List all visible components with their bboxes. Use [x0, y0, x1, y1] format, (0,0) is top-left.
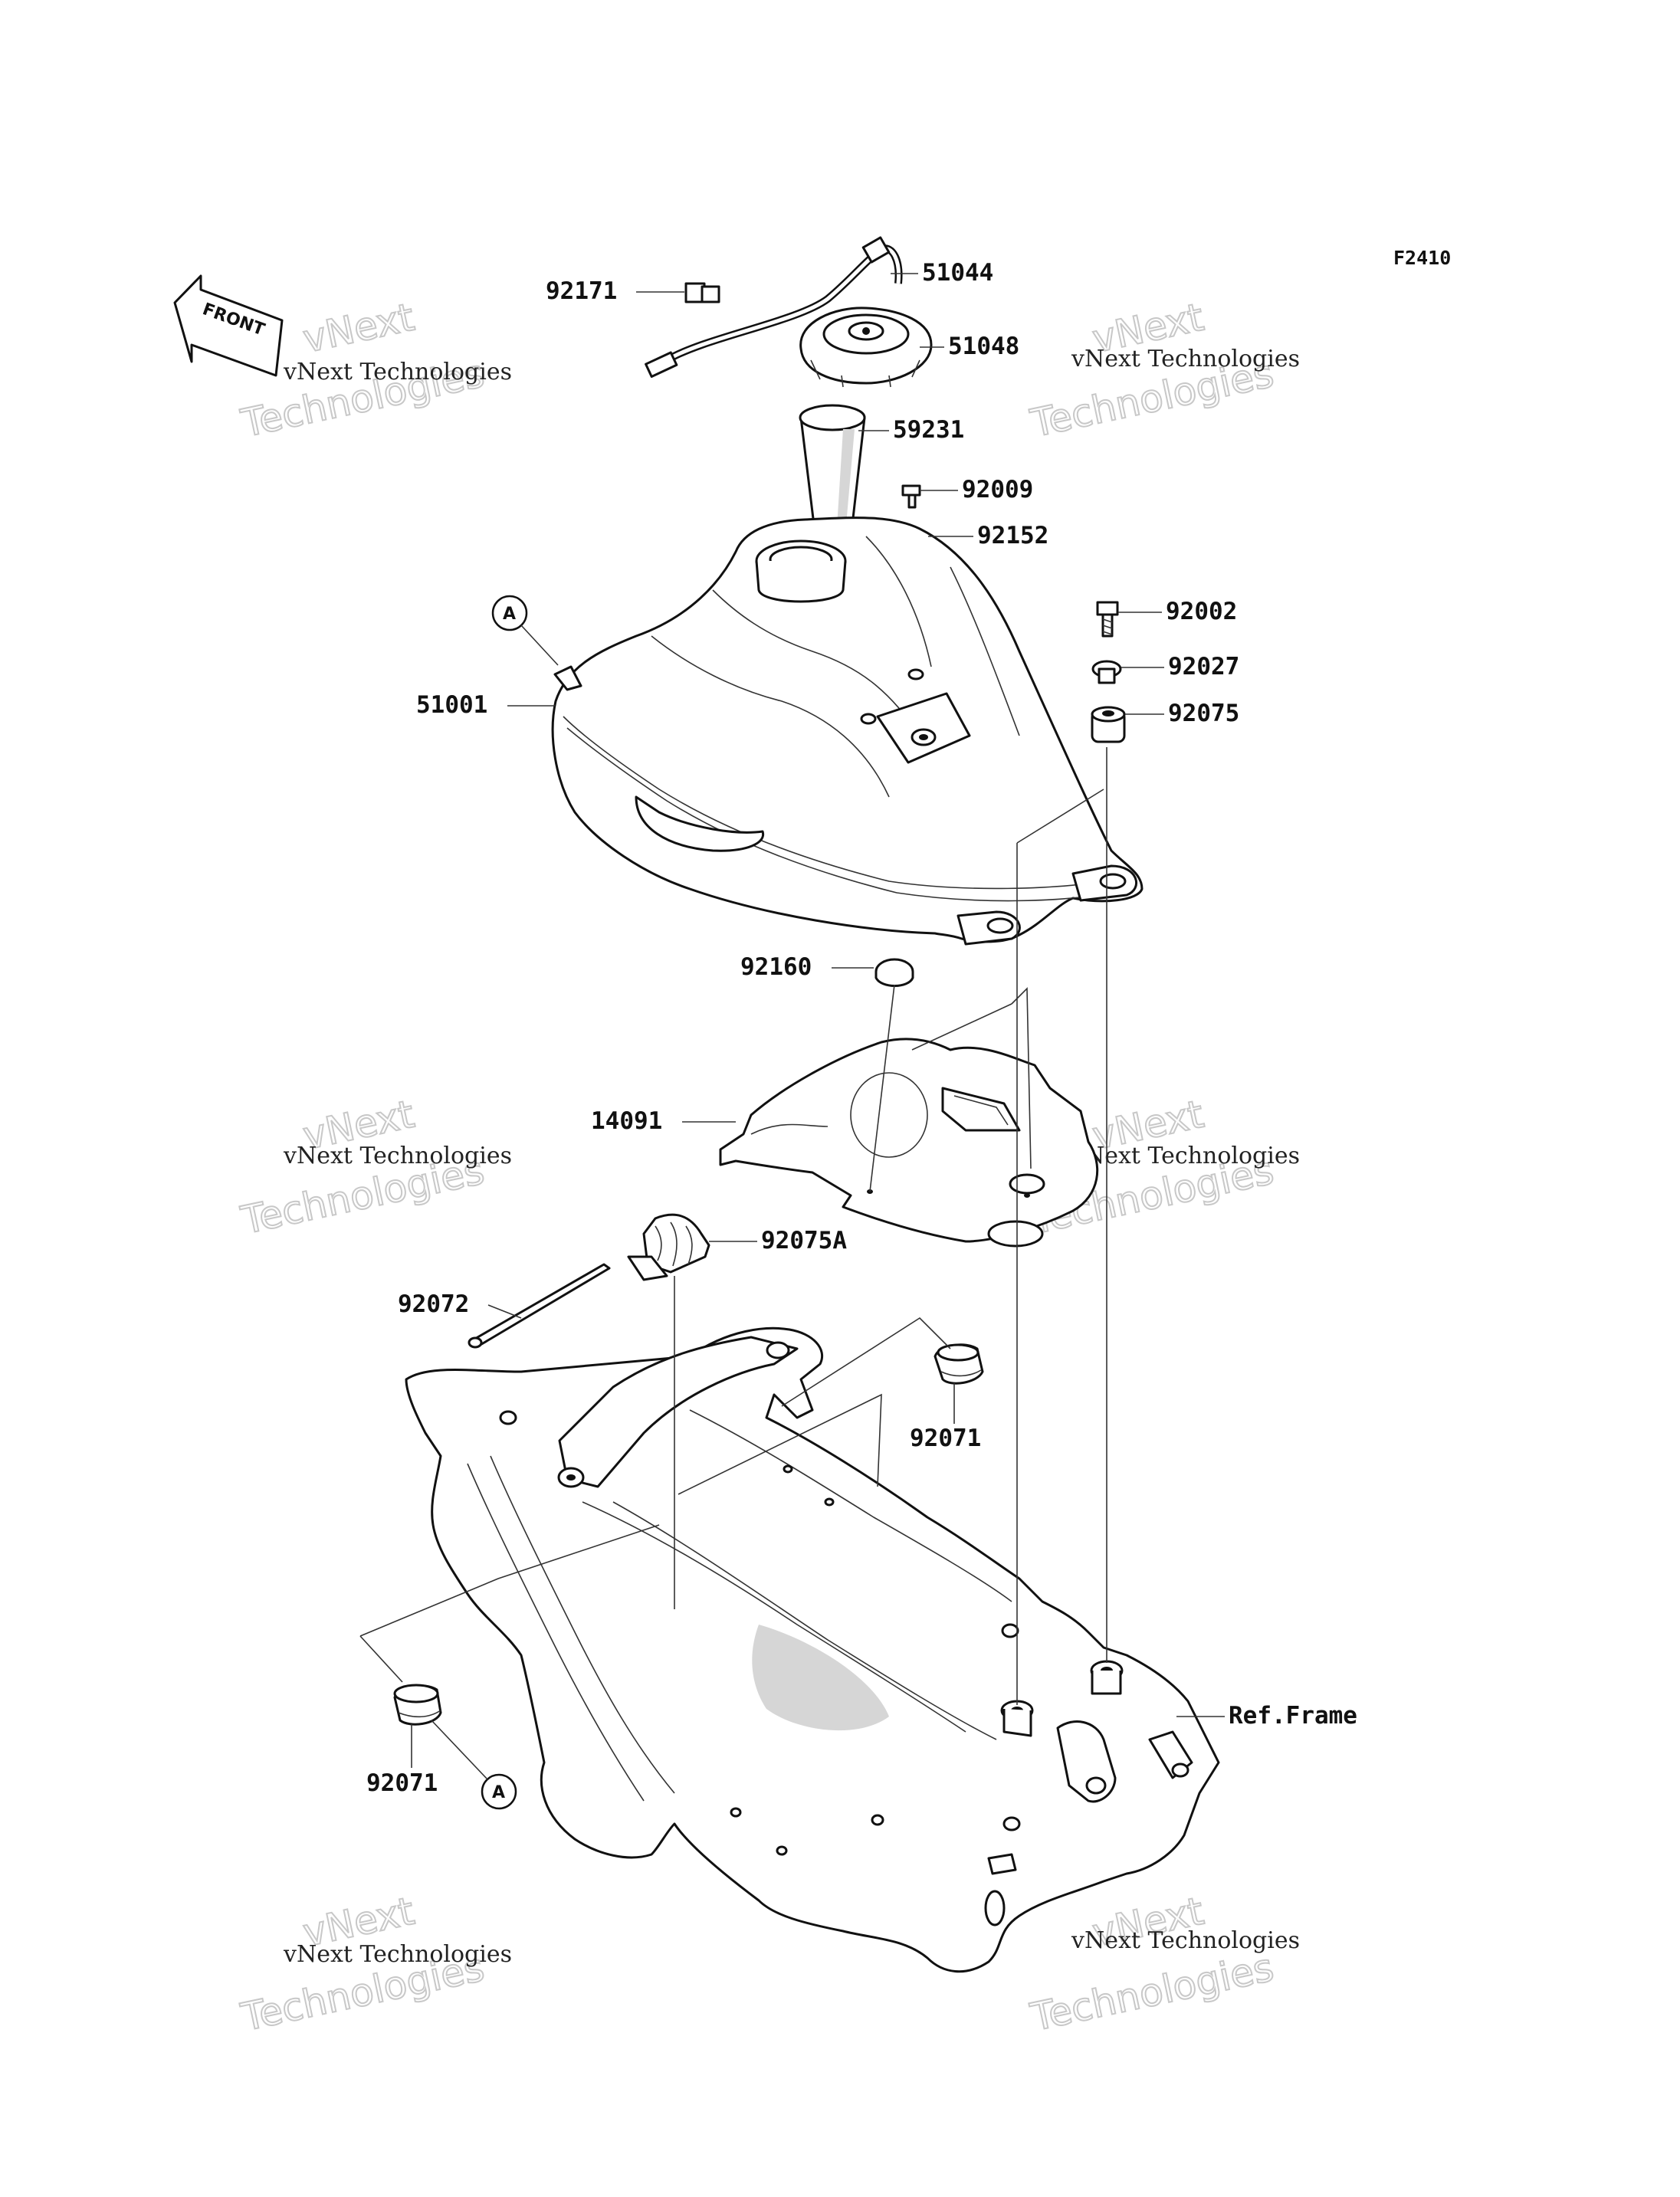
part-label-92002: 92002: [1118, 598, 1237, 625]
part-label-92160: 92160: [740, 953, 874, 981]
clip-92171: [684, 282, 720, 303]
part-number: 92152: [977, 522, 1048, 549]
holder-92075A: [627, 1213, 710, 1281]
frame-ref: [405, 1326, 1220, 1973]
part-label-92071-left: 92071: [366, 1724, 438, 1797]
part-number: 51044: [922, 259, 993, 287]
breather-hose-51044: [645, 236, 903, 378]
part-label-92009: 92009: [920, 476, 1033, 503]
damper-92071-left: [393, 1684, 442, 1726]
watermark-top-left: vNext Technologies vNext Technologies: [236, 294, 512, 447]
band-92072: [468, 1263, 611, 1349]
bolt-92002: [1096, 601, 1119, 638]
watermark-brand: vNext: [299, 295, 418, 362]
callout-letter: A: [503, 605, 516, 624]
assembly-lines: [359, 747, 1107, 1705]
watermark-top-right: vNext Technologies vNext Technologies: [1025, 294, 1300, 447]
part-number: 92075A: [761, 1227, 847, 1254]
part-label-92071-right: 92071: [910, 1383, 981, 1452]
collar-92027: [1091, 660, 1122, 684]
heat-shield-14091: [719, 1038, 1099, 1248]
part-label-59231: 59231: [858, 416, 964, 444]
watermark-text: vNext Technologies: [283, 1143, 512, 1169]
part-label-51001: 51001: [416, 691, 555, 719]
callout-a-top: A: [491, 595, 559, 666]
part-number: 92075: [1168, 700, 1239, 727]
part-number: 92071: [366, 1769, 438, 1797]
part-number: 51001: [416, 691, 487, 719]
front-arrow-icon: FRONT: [173, 274, 284, 377]
part-number: 92027: [1168, 653, 1239, 680]
callout-letter: A: [492, 1783, 505, 1802]
part-number: 51048: [948, 333, 1019, 360]
part-number: 92171: [546, 277, 617, 305]
watermark-text: vNext Technologies: [283, 359, 512, 385]
part-number: 92160: [740, 953, 812, 981]
damper-92071-right: [934, 1343, 984, 1385]
part-number: 59231: [893, 416, 964, 444]
watermark-text: vNext Technologies: [1071, 1927, 1300, 1954]
watermark-text: vNext Technologies: [1071, 1143, 1300, 1169]
part-number: 14091: [591, 1107, 662, 1135]
part-label-92152: 92152: [928, 522, 1048, 549]
part-label-92075: 92075: [1125, 700, 1239, 727]
watermark-text: vNext Technologies: [1071, 346, 1300, 372]
part-number: 92071: [910, 1425, 981, 1452]
watermark-text: vNext Technologies: [283, 1941, 512, 1968]
diagram-code: F2410: [1393, 247, 1451, 269]
grommet-92075: [1091, 706, 1126, 743]
cap-92160: [874, 958, 914, 987]
part-label-92027: 92027: [1121, 653, 1239, 680]
part-label-92171: 92171: [546, 277, 684, 305]
watermark-middle-left: vNext Technologies vNext Technologies: [236, 1091, 512, 1244]
part-number: 92009: [962, 476, 1033, 503]
fuel-cap-51048: [799, 307, 933, 388]
part-label-51048: 51048: [920, 333, 1019, 360]
part-number: 92002: [1166, 598, 1237, 625]
part-label-92072: 92072: [398, 1290, 522, 1319]
watermark-bottom-left: vNext Technologies vNext Technologies: [236, 1888, 512, 2041]
fuel-tank-51001: [551, 516, 1144, 946]
part-label-92075A: 92075A: [709, 1227, 847, 1254]
ref-frame-label: Ref.Frame: [1176, 1702, 1357, 1730]
part-label-14091: 14091: [591, 1107, 736, 1135]
strainer-59231: [799, 404, 866, 535]
watermark-company: Technologies: [1026, 1945, 1277, 2040]
callout-a-bottom: A: [431, 1720, 517, 1810]
screw-92009: [901, 484, 921, 509]
watermark-bottom-right: vNext Technologies vNext Technologies: [1025, 1888, 1300, 2041]
part-number: 92072: [398, 1290, 469, 1318]
part-label-51044: 51044: [891, 259, 993, 287]
ref-frame-text: Ref.Frame: [1229, 1702, 1357, 1730]
